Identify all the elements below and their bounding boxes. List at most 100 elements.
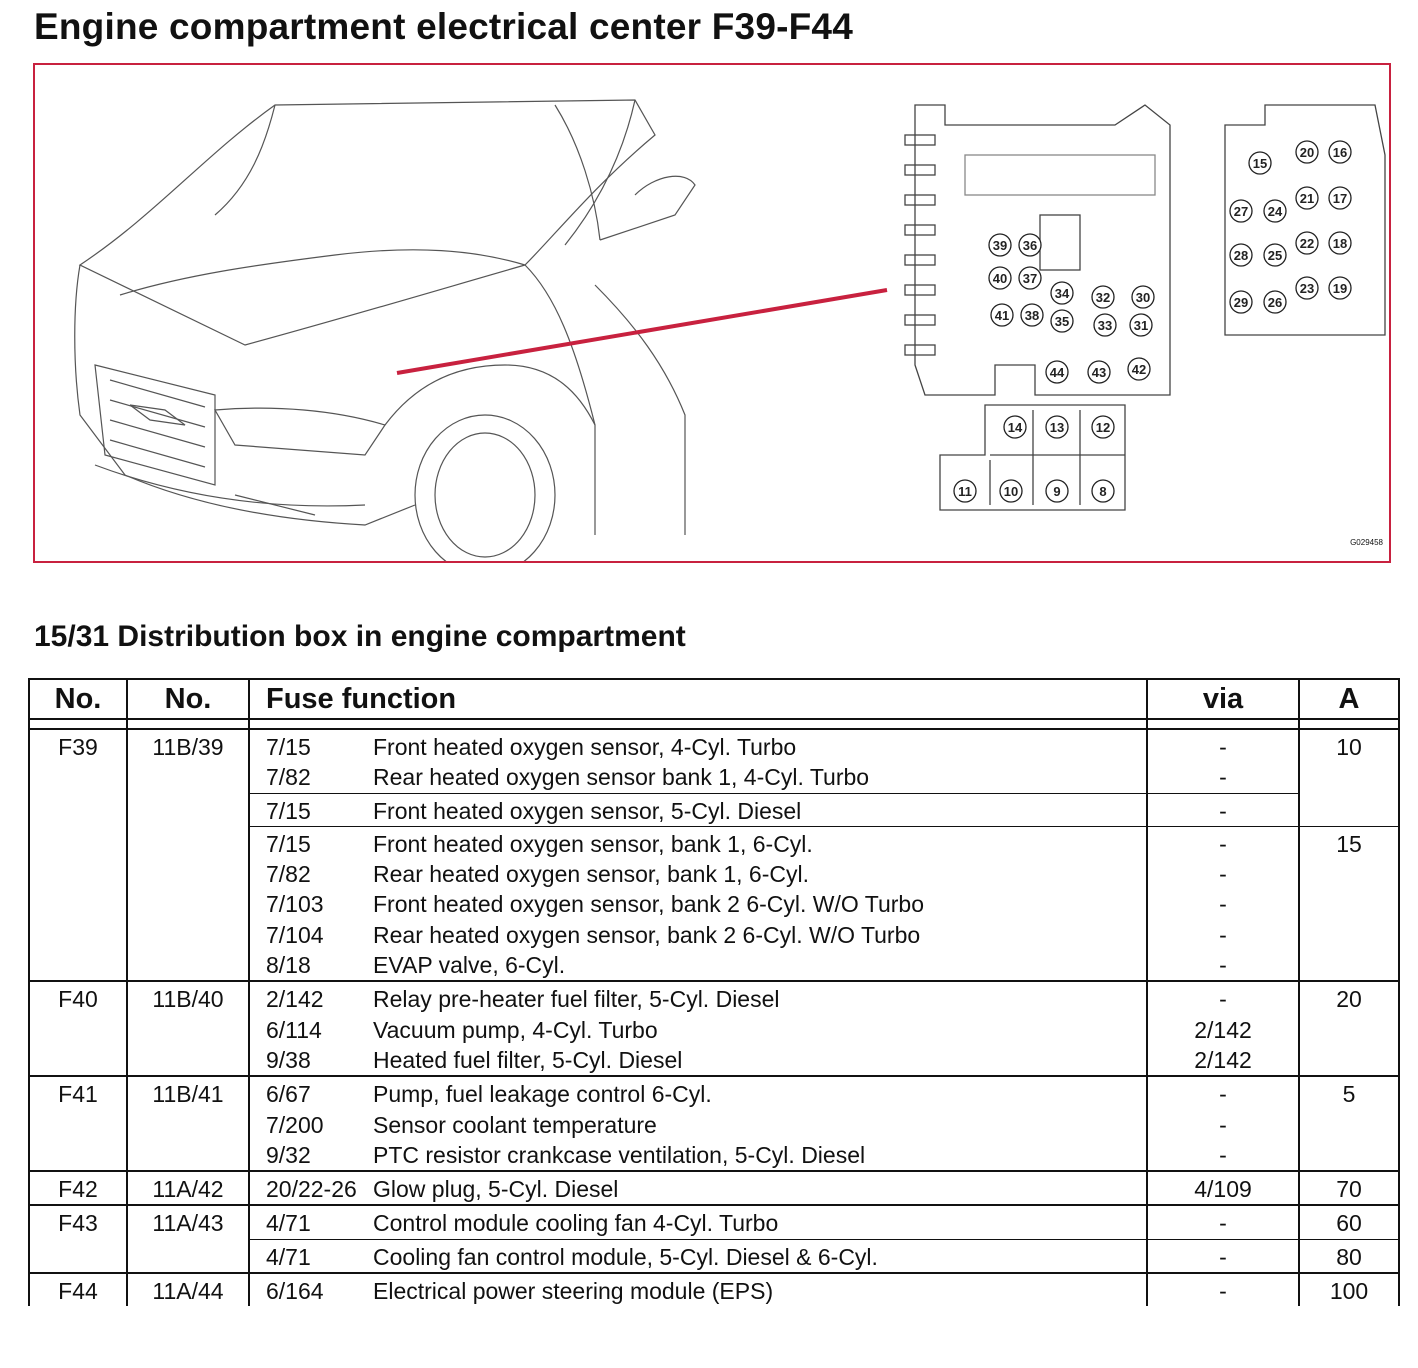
fuse-circle	[1018, 233, 1042, 257]
fuse-ref-cell-text: 11B/40	[152, 986, 224, 1013]
component-code: 7/82	[266, 764, 311, 791]
component-code: 2/142	[266, 986, 324, 1013]
fuse-number-label: 18	[1333, 236, 1347, 251]
amperage-cell: 15	[1298, 825, 1401, 982]
fuse-function-cell: Electrical power steering module (EPS)	[367, 1272, 1149, 1307]
fuse-number-label: 37	[1023, 271, 1037, 286]
via-cell: -	[1146, 792, 1301, 827]
fuse-circle	[990, 303, 1014, 327]
fuse-function-text: Rear heated oxygen sensor bank 1, 4-Cyl.…	[373, 764, 870, 791]
component-code: 7/104	[266, 921, 324, 948]
fuse-number-label: 15	[1253, 156, 1267, 171]
fuse-ref-cell: 11A/43	[126, 1204, 250, 1240]
fuse-circle	[1018, 266, 1042, 290]
via-cell: -	[1146, 1238, 1301, 1274]
fuse-function-cell: Control module cooling fan 4-Cyl. Turbo	[367, 1204, 1149, 1240]
fuse-number-label: 26	[1268, 295, 1282, 310]
via-value: -	[1219, 891, 1227, 918]
fuse-function-text: Rear heated oxygen sensor, bank 2 6-Cyl.…	[373, 921, 921, 948]
fuse-table-row: 7/15 Front heated oxygen sensor, 5-Cyl. D…	[28, 792, 1401, 827]
fuse-circle	[1003, 415, 1027, 439]
fuse-number-label: 13	[1050, 420, 1064, 435]
fuse-ref-cell-text: 11B/41	[152, 1081, 224, 1108]
via-value: -	[1219, 764, 1227, 791]
fuse-function-text: Heated fuel filter, 5-Cyl. Diesel	[373, 1046, 683, 1073]
section-title: 15/31 Distribution box in engine compart…	[34, 620, 686, 653]
fuse-circle	[1229, 243, 1253, 267]
header-via: via	[1146, 678, 1301, 720]
via-value: -	[1219, 952, 1227, 979]
via-value: -	[1219, 1210, 1227, 1237]
via-value: -	[1219, 986, 1227, 1013]
fuse-circle	[1263, 243, 1287, 267]
fuse-number-label: 10	[1004, 484, 1018, 499]
component-code: 7/15	[266, 797, 311, 824]
component-code-cell: 4/71	[248, 1238, 367, 1274]
car-illustration	[74, 99, 696, 561]
fuse-function-cell: Relay pre-heater fuel filter, 5-Cyl. Die…	[367, 980, 1149, 1077]
via-value: 2/142	[1194, 1016, 1252, 1043]
fuse-number-label: 43	[1092, 365, 1106, 380]
fuse-circle	[1263, 199, 1287, 223]
fuse-circle	[1050, 281, 1074, 305]
amperage-cell: 60	[1298, 1204, 1401, 1240]
fuse-number-label: 39	[993, 238, 1007, 253]
via-value: 4/109	[1194, 1176, 1252, 1203]
fuse-number-label: 35	[1055, 314, 1069, 329]
component-code-cell: 7/15	[248, 792, 367, 827]
via-cell: 4/109	[1146, 1170, 1301, 1206]
fuse-circle	[1295, 186, 1319, 210]
fuse-circle	[1328, 140, 1352, 164]
component-code: 7/15	[266, 830, 311, 857]
via-cell: ---	[1146, 1075, 1301, 1172]
fuse-number-label: 22	[1300, 236, 1314, 251]
amperage-cell-text: 70	[1336, 1176, 1362, 1203]
component-code: 9/32	[266, 1141, 311, 1168]
component-code: 7/103	[266, 891, 324, 918]
fuse-number-label: 31	[1134, 318, 1148, 333]
figure-id: G029458	[1350, 538, 1383, 547]
fuse-function-text: EVAP valve, 6-Cyl.	[373, 952, 566, 979]
fuse-ref-cell	[126, 826, 250, 982]
component-code: 9/38	[266, 1046, 311, 1073]
via-value: -	[1219, 734, 1227, 760]
header-fuse-function: Fuse function	[247, 678, 1149, 720]
fuse-number-label: 8	[1099, 484, 1106, 499]
fuse-circle	[1091, 415, 1115, 439]
amperage-cell: 5	[1298, 1075, 1401, 1172]
fuse-number-label: 28	[1234, 248, 1248, 263]
fuse-circle	[1045, 360, 1069, 384]
fuse-circle	[1328, 186, 1352, 210]
fuse-circle	[988, 266, 1012, 290]
fuse-circle	[1131, 285, 1155, 309]
component-code-cell: 4/71	[248, 1204, 367, 1240]
amperage-cell-text: 10	[1336, 734, 1362, 760]
lower-fuse-box	[939, 404, 1126, 511]
fuse-function-cell: Cooling fan control module, 5-Cyl. Diese…	[367, 1238, 1149, 1274]
fuse-circle	[1045, 415, 1069, 439]
fuse-number-label: 36	[1023, 238, 1037, 253]
amperage-cell-text: 80	[1336, 1243, 1362, 1270]
component-code-cell: 6/164	[248, 1272, 367, 1307]
fuse-number-label: 42	[1132, 362, 1146, 377]
via-value: -	[1219, 830, 1227, 857]
fuse-function-cell: Front heated oxygen sensor, 5-Cyl. Diese…	[367, 792, 1149, 827]
via-value: -	[1219, 1141, 1227, 1168]
fuse-number-label: 33	[1098, 318, 1112, 333]
fuse-number-cell-text: F40	[58, 986, 98, 1013]
fuse-number-label: 14	[1008, 420, 1023, 435]
fuse-circle	[1093, 313, 1117, 337]
fuse-number-label: 11	[958, 484, 972, 499]
fuse-ref-cell: 11B/41	[126, 1075, 250, 1172]
fuse-function-text: Cooling fan control module, 5-Cyl. Diese…	[373, 1243, 878, 1270]
amperage-cell-text: 100	[1329, 1278, 1369, 1305]
amperage-cell: 80	[1298, 1238, 1401, 1274]
fuse-number-label: 12	[1096, 420, 1110, 435]
fuse-number-label: 30	[1136, 290, 1150, 305]
fuse-function-text: Front heated oxygen sensor, bank 2 6-Cyl…	[373, 891, 925, 918]
